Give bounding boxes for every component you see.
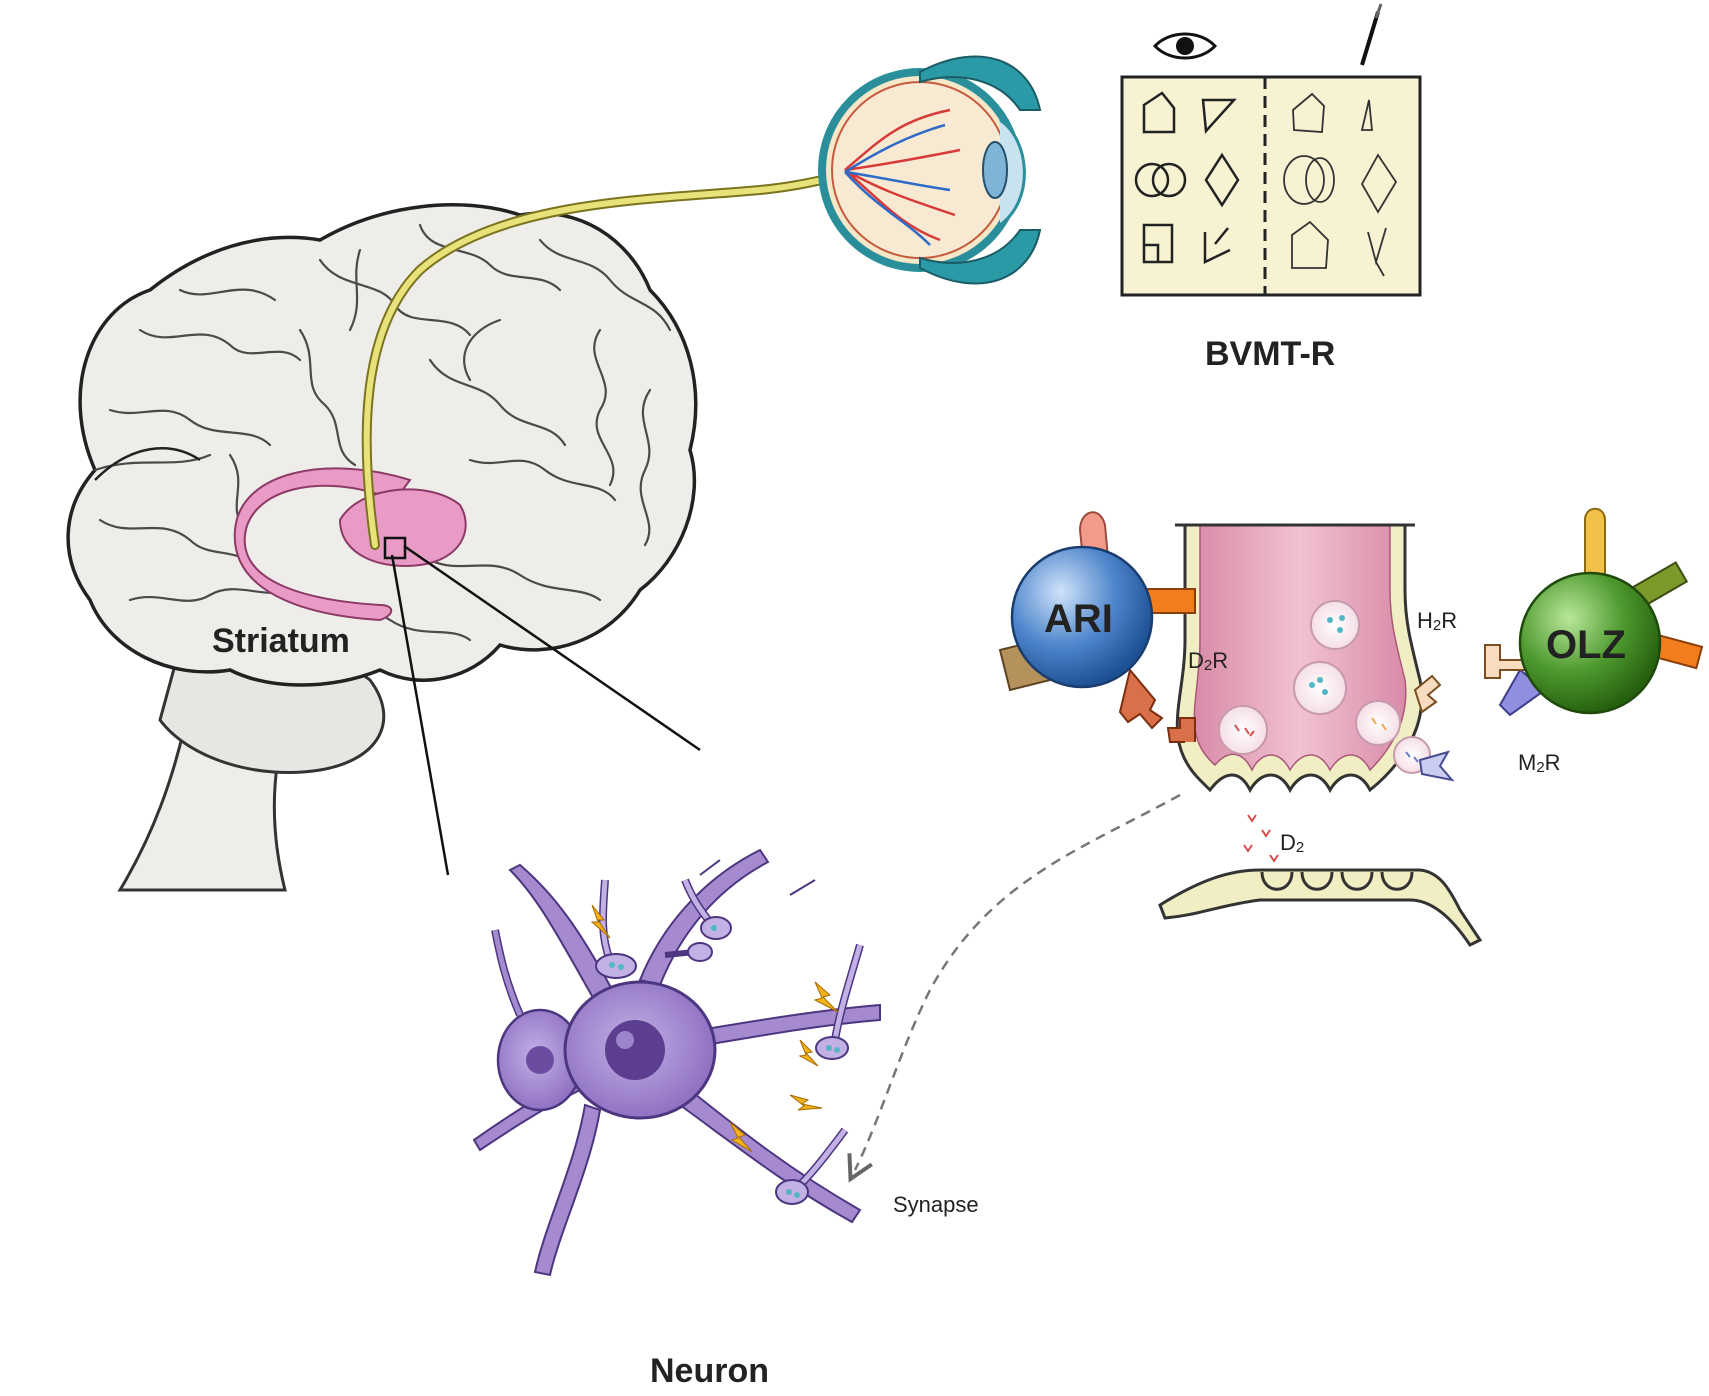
- svg-text:H2R: H2R: [1417, 608, 1457, 634]
- bvmt-label: BVMT-R: [1205, 335, 1335, 373]
- pencil-icon: [1360, 3, 1383, 66]
- signal-bolt-icon: [789, 1094, 823, 1111]
- striatum-label: Striatum: [212, 622, 350, 660]
- h2-receptor: [1413, 674, 1442, 714]
- dendrite: [698, 1003, 881, 1047]
- synaptic-bouton: [681, 878, 732, 940]
- ari-label: ARI: [1044, 597, 1113, 641]
- vesicle: [1293, 661, 1347, 715]
- synaptic-bouton: [664, 942, 713, 962]
- vesicle: [1310, 600, 1360, 650]
- vesicle: [1218, 705, 1268, 755]
- d2-receptor: [1166, 717, 1196, 743]
- d2r-label: D2R: [1188, 648, 1228, 674]
- brain-outline: [66, 203, 698, 687]
- eye-illustration: [818, 55, 1042, 285]
- svg-text:M2R: M2R: [1518, 750, 1561, 776]
- dendrite: [508, 863, 617, 1012]
- synapse-terminal: [1158, 523, 1483, 947]
- signal-bolt-icon: [798, 1039, 819, 1067]
- m2r-label: M2R: [1518, 750, 1561, 776]
- zoom-line-left: [390, 554, 450, 876]
- zoom-line-right: [403, 544, 701, 752]
- olz-molecule: OLZ: [1484, 507, 1704, 717]
- synapse-to-neuron-arrow: [847, 793, 1181, 1183]
- dopamine-release: [1243, 814, 1279, 878]
- bvmt-card: [1120, 3, 1422, 297]
- neuron-illustration: [472, 848, 881, 1277]
- neuron-nucleus: [605, 1020, 665, 1080]
- neuron-label: Neuron: [650, 1352, 769, 1390]
- ari-molecule: ARI: [998, 511, 1196, 730]
- h2r-label: H2R: [1417, 608, 1457, 634]
- vesicle: [1355, 700, 1401, 746]
- olz-label: OLZ: [1546, 623, 1626, 667]
- svg-text:D2R: D2R: [1188, 648, 1228, 674]
- dendrite: [638, 848, 770, 987]
- dendrite: [533, 1103, 602, 1277]
- dendrite: [678, 1088, 862, 1224]
- synaptic-bouton: [595, 879, 637, 979]
- d2-label: D2: [1280, 830, 1304, 856]
- synaptic-bouton: [775, 1127, 849, 1205]
- synaptic-bouton: [815, 943, 864, 1060]
- svg-text:D2: D2: [1280, 830, 1304, 856]
- signal-bolt-icon: [590, 904, 611, 939]
- m2-receptor: [1418, 750, 1455, 782]
- signal-bolt-icon: [813, 981, 839, 1013]
- synapse-label: Synapse: [893, 1192, 979, 1217]
- signal-bolt-icon: [729, 1121, 753, 1153]
- eye-icon: [1152, 32, 1218, 60]
